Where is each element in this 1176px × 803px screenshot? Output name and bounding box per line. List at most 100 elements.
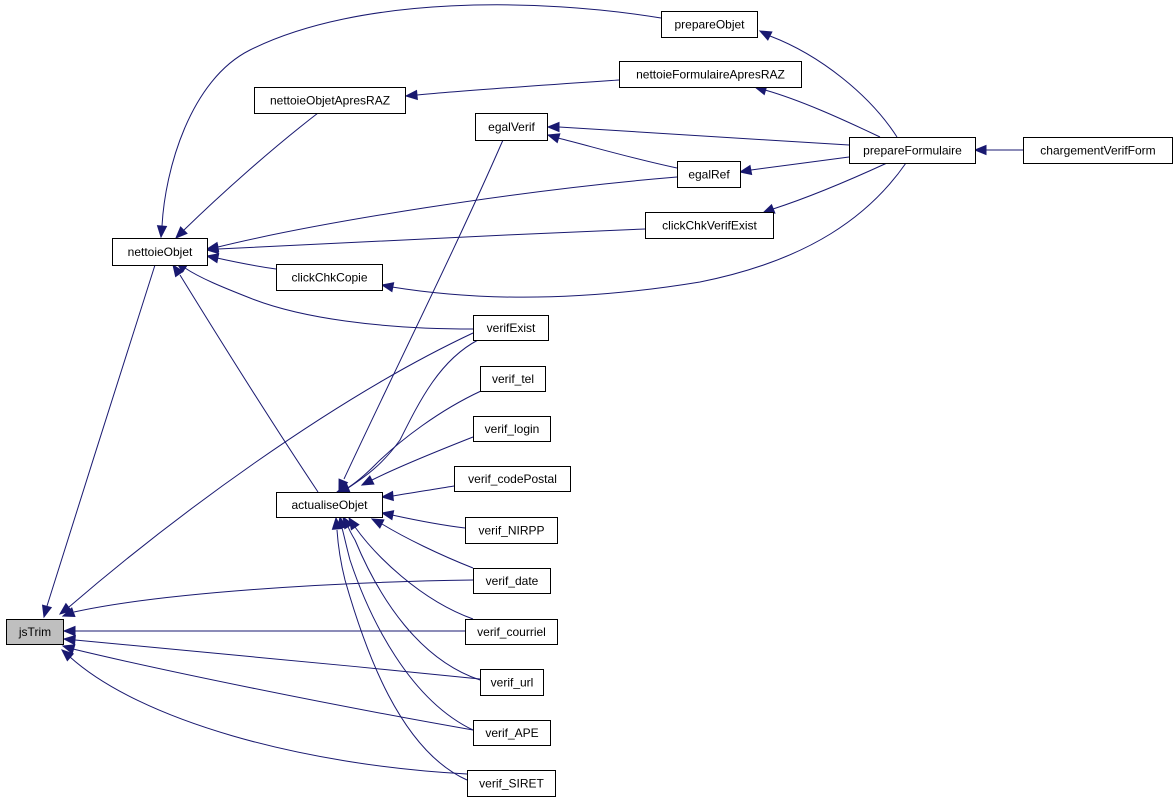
node-actualise-objet[interactable]: actualiseObjet — [276, 492, 383, 518]
edge-verif-code-postal-to-actualise-objet — [380, 485, 455, 502]
node-box[interactable] — [454, 466, 571, 492]
node-verif-tel[interactable]: verif_tel — [480, 366, 546, 392]
node-nettoie-objet-apres-raz[interactable]: nettoieObjetApresRAZ — [254, 87, 406, 114]
node-box[interactable] — [465, 517, 558, 544]
edge-line — [381, 523, 474, 569]
arrowhead-icon — [205, 253, 220, 264]
node-js-trim[interactable]: jsTrim — [6, 619, 64, 645]
node-label: nettoieObjet — [128, 245, 193, 259]
node-box[interactable] — [661, 11, 758, 38]
node-box[interactable] — [473, 568, 551, 594]
node-verif-siret[interactable]: verif_SIRET — [467, 770, 556, 797]
node-verif-url[interactable]: verif_url — [480, 669, 544, 696]
edge-line — [345, 521, 481, 681]
edge-prepare-objet-to-nettoie-objet — [156, 4, 662, 239]
node-nettoie-formulaire-apres-raz[interactable]: nettoieFormulaireApresRAZ — [619, 61, 802, 88]
edge-line — [217, 228, 646, 250]
node-verif-courriel[interactable]: verif_courriel — [465, 619, 558, 645]
edge-line — [371, 436, 474, 481]
edge-line — [161, 4, 662, 227]
node-prepare-objet[interactable]: prepareObjet — [661, 11, 758, 38]
node-label: verif_SIRET — [479, 777, 544, 791]
edge-click-chk-copie-to-nettoie-objet — [205, 253, 277, 270]
edge-nettoie-objet-apres-raz-to-nettoie-objet — [175, 112, 319, 239]
node-box[interactable] — [677, 161, 741, 188]
node-verif-code-postal[interactable]: verif_codePostal — [454, 466, 571, 492]
node-nettoie-objet[interactable]: nettoieObjet — [112, 238, 208, 266]
edge-line — [354, 526, 474, 620]
node-verif-nirpp[interactable]: verif_NIRPP — [465, 517, 558, 544]
arrowhead-icon — [546, 133, 561, 144]
edge-prepare-formulaire-to-egal-ref — [738, 156, 850, 176]
node-box[interactable] — [619, 61, 802, 88]
arrowhead-icon — [172, 263, 184, 278]
node-label: clickChkCopie — [291, 271, 367, 285]
edge-line — [391, 162, 907, 298]
arrowhead-icon — [404, 89, 418, 101]
edge-egal-ref-to-nettoie-objet — [205, 176, 678, 253]
arrowhead-icon — [62, 634, 76, 646]
node-box[interactable] — [473, 720, 551, 746]
edge-prepare-formulaire-to-egal-verif — [546, 121, 850, 146]
arrowhead-icon — [61, 649, 75, 662]
node-label: verif_url — [491, 676, 534, 690]
node-box[interactable] — [467, 770, 556, 797]
edge-line — [216, 257, 277, 270]
edge-line — [72, 648, 474, 731]
edge-verif-ape-to-js-trim — [61, 644, 474, 731]
node-verif-exist[interactable]: verifExist — [473, 315, 549, 341]
edge-prepare-formulaire-to-prepare-objet — [758, 30, 898, 138]
edge-line — [73, 579, 474, 613]
node-verif-ape[interactable]: verif_APE — [473, 720, 551, 746]
node-box[interactable] — [473, 416, 551, 442]
node-label: verifExist — [487, 321, 536, 335]
node-box[interactable] — [6, 619, 64, 645]
edge-line — [772, 162, 888, 210]
node-box[interactable] — [645, 212, 774, 239]
node-verif-date[interactable]: verif_date — [473, 568, 551, 594]
node-label: egalVerif — [488, 120, 535, 134]
node-box[interactable] — [473, 315, 549, 341]
edge-line — [184, 267, 474, 330]
arrowhead-icon — [546, 121, 560, 133]
node-chargement-verif-form[interactable]: chargementVerifForm — [1023, 137, 1173, 164]
edge-verif-date-to-js-trim — [61, 579, 474, 617]
edge-verif-url-to-js-trim — [62, 634, 481, 680]
node-box[interactable] — [849, 137, 976, 164]
node-label: prepareObjet — [674, 18, 745, 32]
edge-line — [764, 89, 881, 138]
node-label: jsTrim — [18, 625, 51, 639]
node-box[interactable] — [480, 366, 546, 392]
arrowhead-icon — [761, 203, 776, 214]
node-box[interactable] — [1023, 137, 1173, 164]
node-label: prepareFormulaire — [863, 144, 962, 158]
arrowhead-icon — [380, 282, 395, 293]
node-label: nettoieFormulaireApresRAZ — [636, 68, 785, 82]
edge-verif-exist-to-js-trim — [58, 332, 474, 615]
edge-line — [179, 274, 319, 493]
node-box[interactable] — [112, 238, 208, 266]
node-box[interactable] — [475, 113, 548, 141]
node-egal-verif[interactable]: egalVerif — [475, 113, 548, 141]
edge-line — [392, 485, 455, 497]
node-box[interactable] — [254, 87, 406, 114]
edge-verif-nirpp-to-actualise-objet — [380, 510, 466, 529]
node-verif-login[interactable]: verif_login — [473, 416, 551, 442]
node-box[interactable] — [276, 492, 383, 518]
edge-egal-ref-to-egal-verif — [546, 133, 678, 169]
arrowhead-icon — [380, 510, 395, 521]
edge-actualise-objet-to-nettoie-objet — [172, 263, 319, 493]
node-box[interactable] — [276, 264, 383, 291]
edge-line — [769, 35, 898, 138]
node-egal-ref[interactable]: egalRef — [677, 161, 741, 188]
node-box[interactable] — [465, 619, 558, 645]
node-box[interactable] — [480, 669, 544, 696]
node-prepare-formulaire[interactable]: prepareFormulaire — [849, 137, 976, 164]
arrowhead-icon — [61, 607, 76, 617]
node-click-chk-verif-exist[interactable]: clickChkVerifExist — [645, 212, 774, 239]
node-label: verif_date — [486, 574, 539, 588]
edge-line — [416, 79, 620, 96]
edge-line — [345, 390, 482, 490]
node-click-chk-copie[interactable]: clickChkCopie — [276, 264, 383, 291]
